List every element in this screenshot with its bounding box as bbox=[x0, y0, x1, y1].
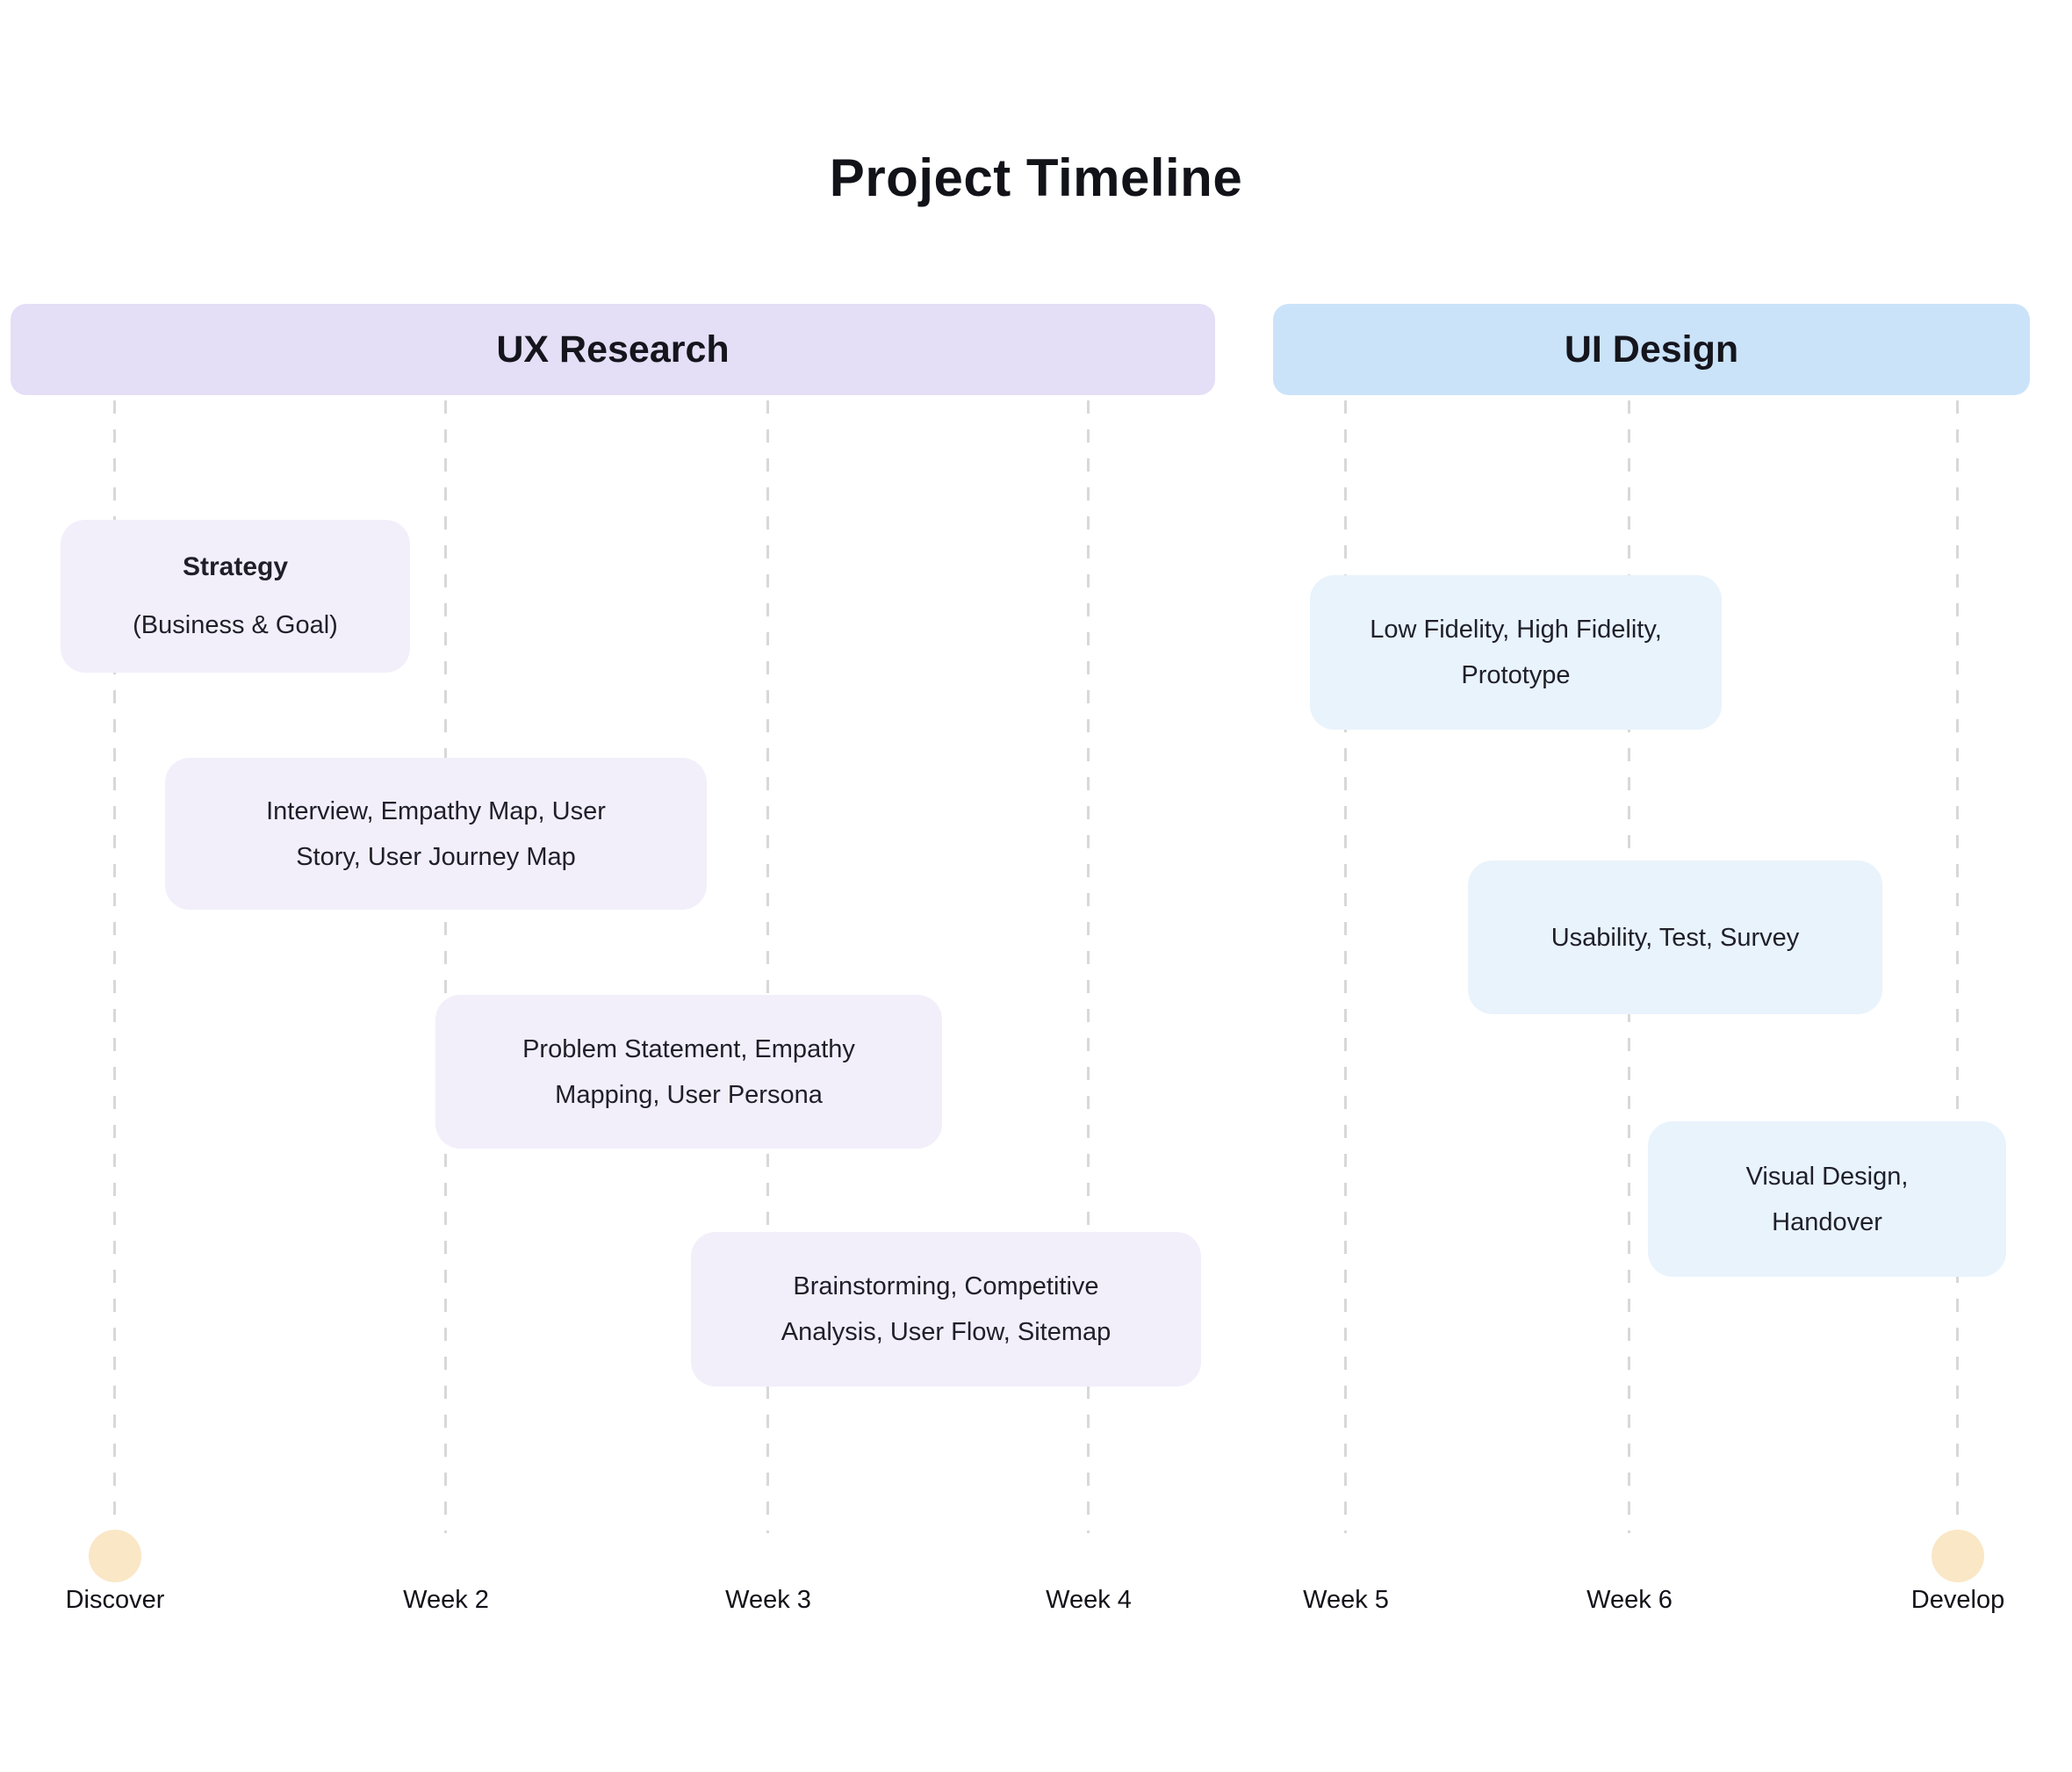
section-header-ux-label: UX Research bbox=[496, 328, 730, 371]
section-header-ui-design: UI Design bbox=[1273, 304, 2030, 395]
task-card-usability: Usability, Test, Survey bbox=[1468, 861, 1882, 1014]
task-card-strategy-subtitle: (Business & Goal) bbox=[133, 611, 338, 639]
axis-label-week-4: Week 4 bbox=[1046, 1586, 1132, 1614]
milestone-dot-discover bbox=[89, 1530, 141, 1582]
task-card-visual-design-line-2: Handover bbox=[1772, 1207, 1882, 1236]
milestone-dot-develop bbox=[1932, 1530, 1984, 1582]
task-card-interview-line-1: Interview, Empathy Map, User bbox=[266, 796, 606, 825]
axis-label-develop: Develop bbox=[1910, 1586, 2005, 1614]
task-card-problem-line-1: Problem Statement, Empathy bbox=[522, 1034, 855, 1063]
axis-label-week-5: Week 5 bbox=[1303, 1586, 1389, 1614]
gridline-week-5 bbox=[1344, 400, 1347, 1533]
axis-label-discover: Discover bbox=[65, 1586, 165, 1614]
gridline-discover bbox=[113, 400, 116, 1533]
task-card-brainstorming-line-2: Analysis, User Flow, Sitemap bbox=[781, 1318, 1112, 1346]
gridline-develop bbox=[1956, 400, 1959, 1533]
task-card-interview: Interview, Empathy Map, User Story, User… bbox=[165, 758, 707, 910]
task-card-strategy-title: Strategy bbox=[182, 552, 289, 581]
task-card-visual-design: Visual Design, Handover bbox=[1648, 1121, 2006, 1277]
task-card-brainstorming-line-1: Brainstorming, Competitive bbox=[793, 1272, 1099, 1300]
axis-label-week-2: Week 2 bbox=[403, 1586, 489, 1614]
task-card-brainstorming: Brainstorming, Competitive Analysis, Use… bbox=[691, 1232, 1201, 1387]
task-card-low-fidelity-line-1: Low Fidelity, High Fidelity, bbox=[1370, 616, 1662, 644]
gridline-week-3 bbox=[766, 400, 769, 1533]
task-card-low-fidelity-line-2: Prototype bbox=[1461, 661, 1571, 689]
task-card-visual-design-line-1: Visual Design, bbox=[1745, 1162, 1909, 1191]
section-header-ui-label: UI Design bbox=[1564, 328, 1739, 371]
task-card-problem-statement: Problem Statement, Empathy Mapping, User… bbox=[435, 995, 942, 1149]
section-header-ux-research: UX Research bbox=[11, 304, 1215, 395]
task-card-problem-line-2: Mapping, User Persona bbox=[555, 1080, 823, 1109]
page-title: Project Timeline bbox=[829, 148, 1243, 207]
gridline-week-4 bbox=[1087, 400, 1090, 1533]
axis-label-week-6: Week 6 bbox=[1586, 1586, 1673, 1614]
task-card-usability-line-1: Usability, Test, Survey bbox=[1550, 923, 1800, 952]
task-card-strategy: Strategy (Business & Goal) bbox=[61, 520, 410, 673]
gridline-week-2 bbox=[444, 400, 447, 1533]
task-card-low-fidelity: Low Fidelity, High Fidelity, Prototype bbox=[1310, 575, 1722, 730]
axis-label-week-3: Week 3 bbox=[725, 1586, 811, 1614]
task-card-interview-line-2: Story, User Journey Map bbox=[296, 842, 576, 871]
